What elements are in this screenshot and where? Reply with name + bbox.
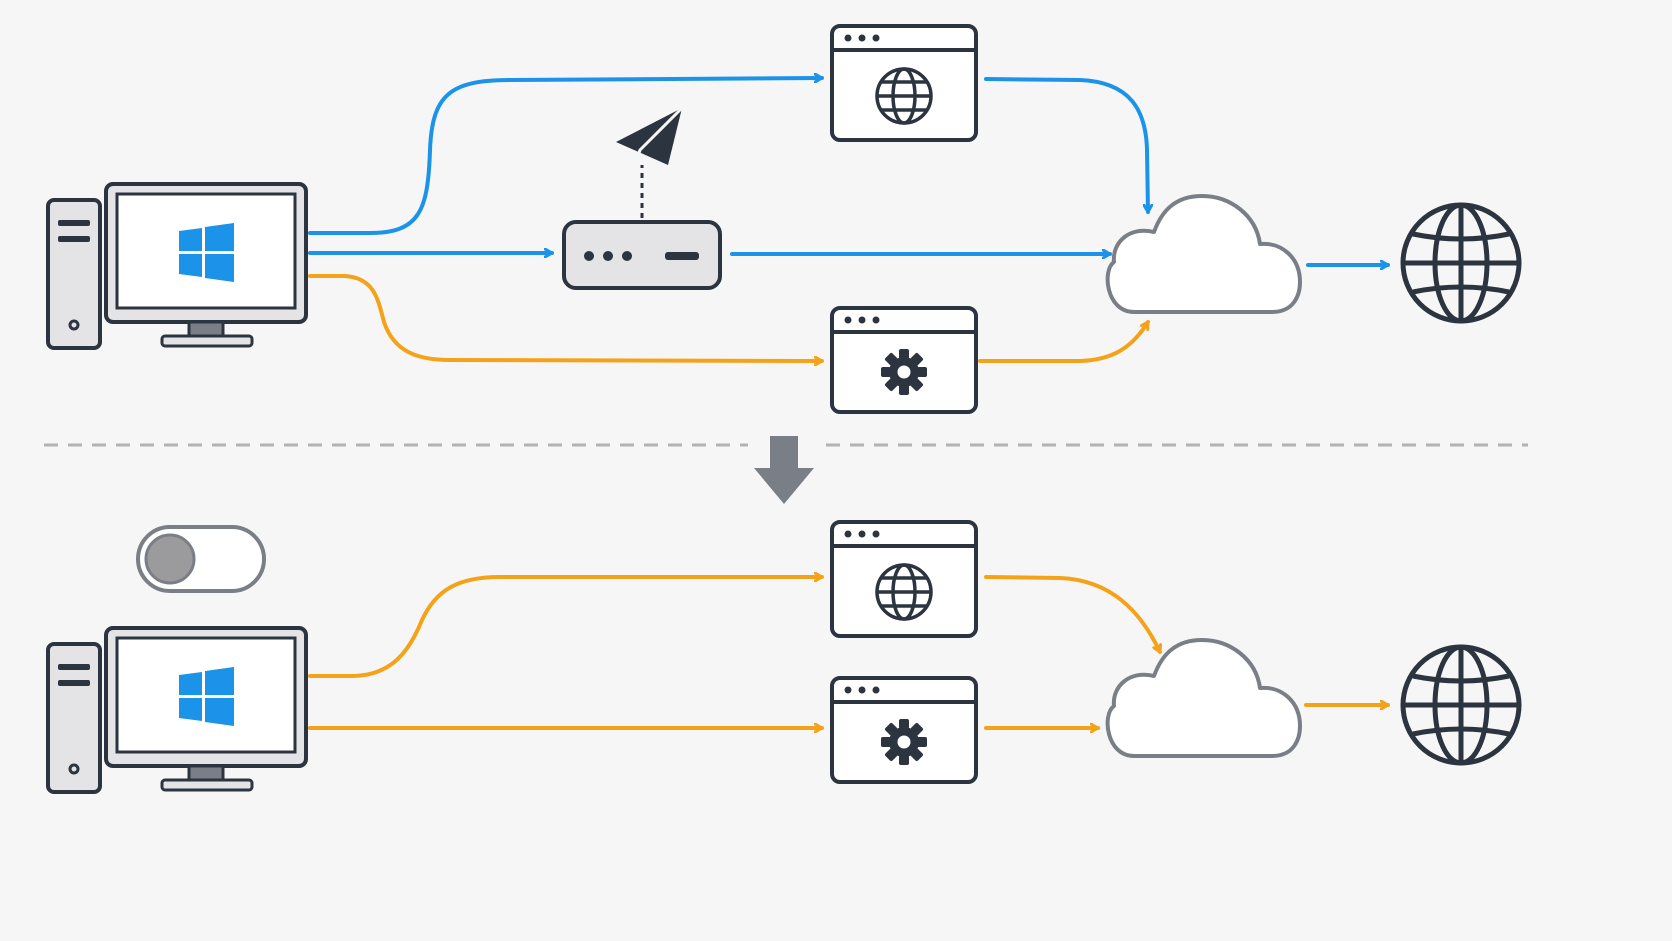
router-box-icon xyxy=(562,220,722,290)
divider xyxy=(44,436,1528,504)
cloud-icon xyxy=(1105,194,1302,314)
browser-globe-icon xyxy=(830,24,978,142)
down-arrow-icon xyxy=(754,436,814,504)
bottom-panel xyxy=(46,520,1519,794)
route-pc-to-settings xyxy=(308,274,824,361)
toggle-switch-icon[interactable] xyxy=(136,525,266,593)
bottom-routes xyxy=(308,575,1390,728)
globe-icon xyxy=(1403,647,1519,763)
route-pc-to-browser xyxy=(308,577,824,678)
browser-globe-icon xyxy=(830,520,978,638)
route-browser-to-cloud xyxy=(984,77,1148,214)
globe-icon xyxy=(1403,205,1519,321)
top-routes xyxy=(308,77,1390,363)
cloud-icon xyxy=(1105,638,1302,758)
desktop-pc-icon xyxy=(46,182,308,350)
browser-gear-icon xyxy=(830,676,978,784)
route-browser-to-cloud xyxy=(984,575,1160,654)
top-panel xyxy=(46,24,1519,414)
route-pc-to-browser xyxy=(308,78,824,235)
route-settings-to-cloud xyxy=(978,320,1150,363)
desktop-pc-icon xyxy=(46,626,308,794)
browser-gear-icon xyxy=(830,306,978,414)
paper-plane-icon xyxy=(616,106,684,165)
